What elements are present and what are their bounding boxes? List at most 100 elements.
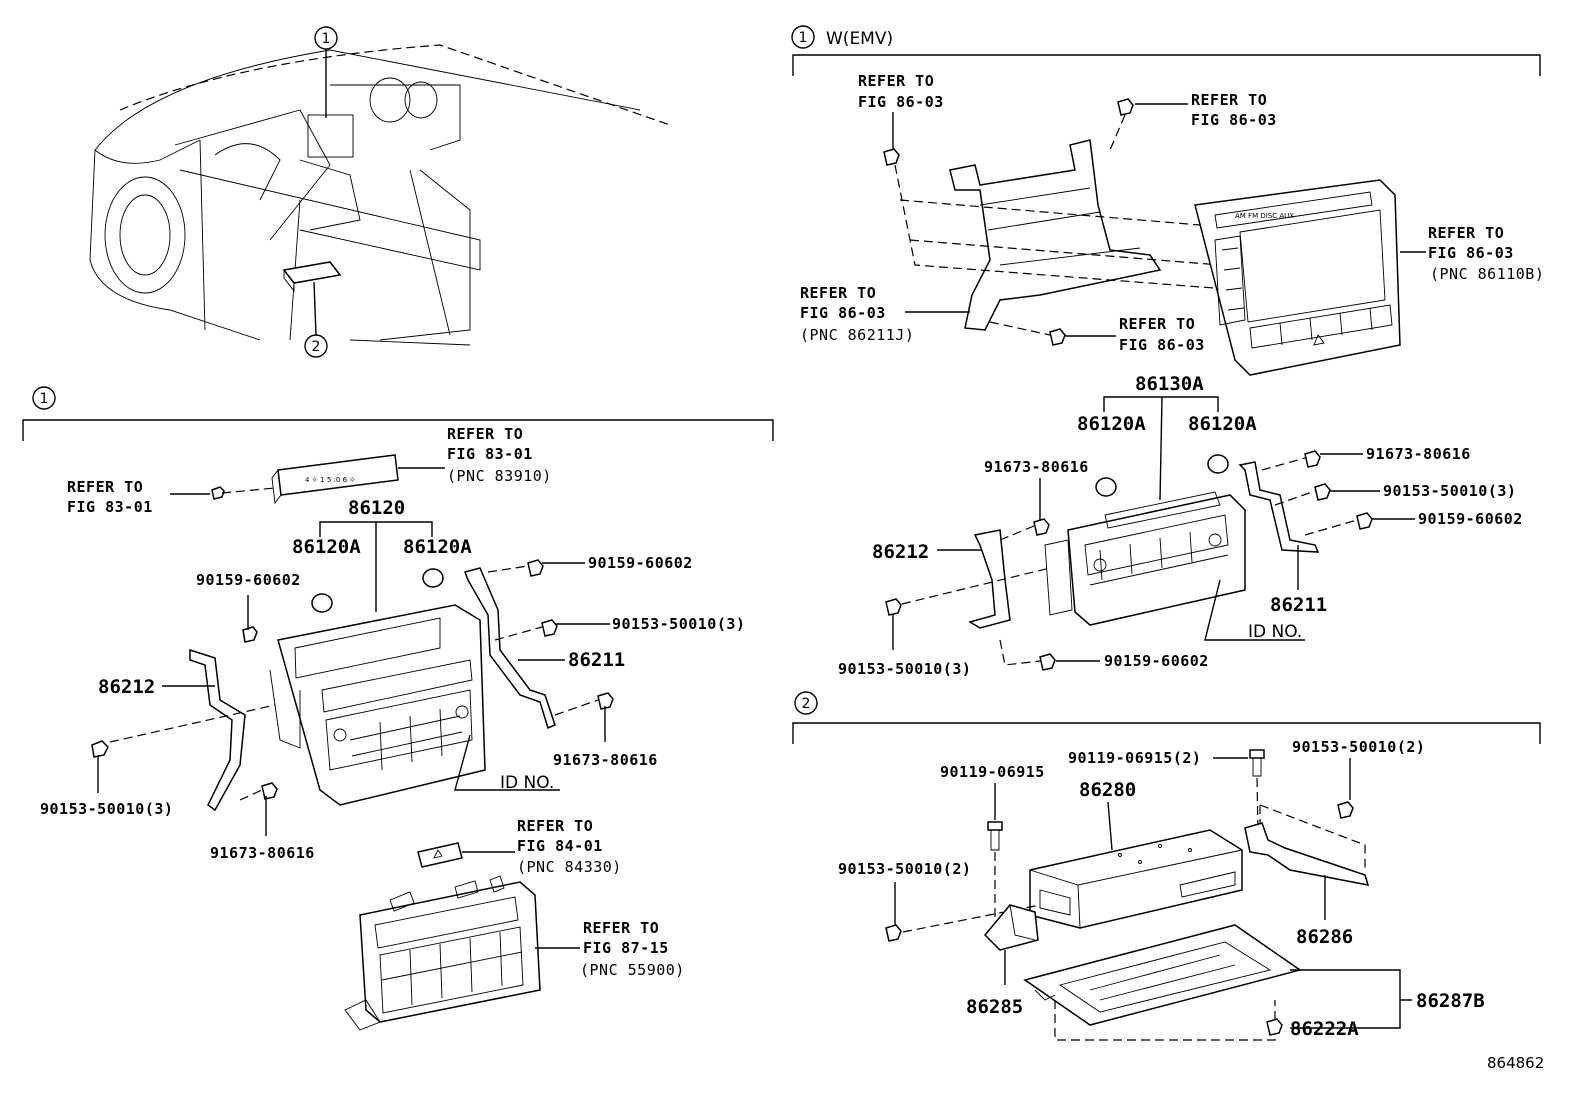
screw-part (1314, 483, 1331, 501)
part-number-bolt-right: 90119-06915(2) (1068, 749, 1201, 767)
hazard-switch-reference: REFER TO FIG 84-01 (PNC 84330) (517, 817, 621, 876)
screw-part (91, 740, 109, 758)
fastener-axis (909, 239, 1221, 266)
hvac-display-reference: REFER TO FIG 83-01 (PNC 83910) (447, 425, 551, 485)
reference-text: FIG 86-03 (1119, 336, 1205, 354)
section-1-header: 1 (22, 386, 774, 441)
part-number-screw-upper-left: 90159-60602 (196, 571, 301, 589)
part-number-bracket-left: 86212 (872, 541, 929, 563)
svg-text:AM FM DISC AUX: AM FM DISC AUX (1235, 212, 1294, 220)
bracket-86211-part (464, 567, 556, 730)
part-number-knob-right: 86120A (403, 536, 472, 558)
section-emv-header: 1 W(EMV) (791, 25, 1541, 76)
callout-number: 1 (40, 391, 49, 407)
part-number-knob-left: 86120A (1077, 413, 1146, 435)
hvac-display-part: 4 ☼ 1 5 :0 6 ☼ (271, 454, 399, 505)
screw-part (885, 924, 902, 942)
callout-number: 2 (312, 339, 321, 355)
fastener-axis (1261, 457, 1306, 471)
leader-line (1103, 396, 1219, 501)
fastener-axis (1274, 490, 1316, 506)
audio-head-unit-part (269, 604, 486, 806)
knob-parts (1095, 454, 1229, 497)
reference-text: FIG 86-03 (1428, 244, 1514, 262)
emv-ref-bracket: REFER TO FIG 86-03 (PNC 86211J) (800, 284, 914, 344)
part-number-screw-upper-right: 90159-60602 (588, 554, 693, 572)
leader-line (1290, 969, 1412, 1029)
id-number-label: ID NO. (500, 773, 554, 793)
part-number-clip-left: 91673-80616 (984, 458, 1089, 476)
part-number-screw-right-a: 90153-50010(3) (1383, 482, 1516, 500)
reference-text: REFER TO (858, 72, 934, 90)
screw-part (1039, 653, 1056, 671)
variant-label: W(EMV) (826, 29, 893, 49)
fastener-axis (1109, 114, 1126, 151)
reference-text: FIG 83-01 (67, 498, 153, 516)
part-number-amplifier: 86280 (1079, 779, 1136, 801)
bolt-part (1249, 749, 1265, 777)
amplifier-part (1029, 829, 1243, 929)
drawing-number: 864862 (1487, 1054, 1544, 1072)
part-number-screw-tray: 86222A (1290, 1018, 1359, 1040)
fastener-axis (554, 699, 599, 716)
fastener-axis (894, 164, 1241, 291)
reference-text: FIG 86-03 (858, 93, 944, 111)
emv-audio-unit-part (1044, 491, 1246, 626)
reference-text: FIG 86-03 (1191, 111, 1277, 129)
bolt-part (987, 821, 1003, 851)
fastener-axis (989, 321, 1051, 336)
part-number-clip-bottom: 91673-80616 (210, 844, 315, 862)
reference-text: (PNC 86110B) (1430, 265, 1544, 283)
emv-ref-top-right: REFER TO FIG 86-03 (1191, 91, 1277, 129)
reference-text: FIG 87-15 (583, 939, 669, 957)
callout-number: 1 (322, 31, 331, 47)
callout-1-overview: 1 (314, 26, 338, 118)
fastener-axis (999, 639, 1041, 666)
reference-text: FIG 83-01 (447, 445, 533, 463)
screw-part (1266, 1018, 1283, 1036)
vehicle-overview-illustration (89, 44, 671, 346)
part-number-screw-right-b: 90159-60602 (1418, 510, 1523, 528)
id-number-label: ID NO. (1248, 622, 1302, 642)
emv-bracket-86211-part (1238, 461, 1320, 553)
leader-line (1107, 801, 1113, 851)
svg-text:4 ☼ 1 5 :0 6 ☼: 4 ☼ 1 5 :0 6 ☼ (305, 476, 356, 484)
reference-text: REFER TO (447, 425, 523, 443)
part-number-86120: 86120 (348, 497, 405, 519)
screw-part (1337, 801, 1354, 819)
emv-ref-bottom-screw: REFER TO FIG 86-03 (1119, 315, 1205, 354)
emv-ref-top-left: REFER TO FIG 86-03 (858, 72, 944, 111)
reference-text: FIG 84-01 (517, 837, 603, 855)
fastener-axis (1259, 804, 1366, 870)
part-number-86130a: 86130A (1135, 373, 1204, 395)
clip-part (1304, 450, 1321, 468)
fastener-axis (899, 199, 1201, 226)
screw-part (541, 619, 558, 637)
part-number-clip-right: 91673-80616 (553, 751, 658, 769)
part-number-tray: 86287B (1416, 990, 1485, 1012)
reference-text: REFER TO (517, 817, 593, 835)
part-number-bracket-left: 86212 (98, 676, 155, 698)
bracket-86285-part (983, 904, 1039, 951)
part-number-screw-left: 90153-50010(3) (40, 800, 173, 818)
fastener-axis (999, 525, 1035, 541)
reference-text: REFER TO (1428, 224, 1504, 242)
callout-number: 1 (799, 30, 808, 46)
part-number-knob-right: 86120A (1188, 413, 1257, 435)
part-number-bolt-left: 90119-06915 (940, 763, 1045, 781)
reference-text: (PNC 86211J) (800, 326, 914, 344)
callout-2-overview: 2 (304, 281, 328, 358)
screw-part (885, 598, 902, 616)
part-number-screw-left: 90153-50010(2) (838, 860, 971, 878)
ac-control-panel-part (344, 875, 541, 1031)
fastener-axis (109, 704, 276, 743)
part-number-bracket-right: 86211 (568, 649, 625, 671)
clip-part (242, 626, 258, 643)
part-number-screw-right: 90153-50010(2) (1292, 738, 1425, 756)
clip-part (1033, 518, 1050, 536)
reference-text: REFER TO (800, 284, 876, 302)
bracket-86212-part (189, 648, 246, 812)
bracket-86286-part (1244, 822, 1370, 886)
part-number-knob-left: 86120A (292, 536, 361, 558)
